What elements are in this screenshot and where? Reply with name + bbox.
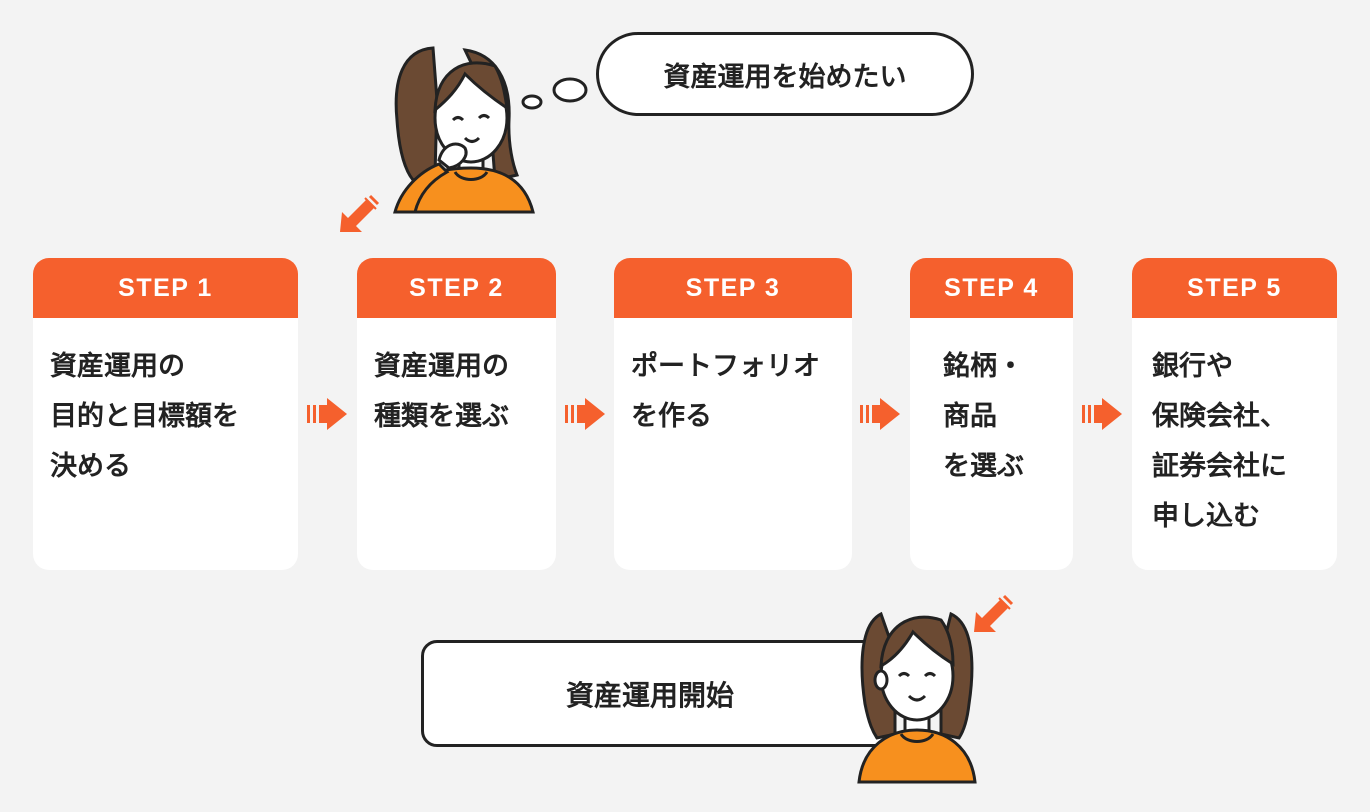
step-1-label: STEP 1 [33,258,298,318]
arrow-right-icon [860,398,900,430]
thought-bubble-text: 資産運用を始めたい [663,61,907,93]
step-card-2: STEP 2 資産運用の 種類を選ぶ [357,258,556,570]
diagonal-arrow-icon [974,594,1014,632]
step-4-text: 銘柄・ 商品 を選ぶ [943,351,1024,482]
step-card-3: STEP 3 ポートフォリオ を作る [614,258,852,570]
step-4-label: STEP 4 [910,258,1073,318]
diagonal-arrow-icon [340,194,380,232]
result-bubble-text: 資産運用開始 [565,678,734,712]
step-5-text: 銀行や 保険会社、 証券会社に 申し込む [1152,351,1287,532]
thought-bubble: 資産運用を始めたい [596,32,974,116]
step-2-label: STEP 2 [357,258,556,318]
arrow-right-icon [1082,398,1122,430]
arrow-right-icon [565,398,605,430]
step-3-label: STEP 3 [614,258,852,318]
thought-dots [521,77,588,110]
step-3-text: ポートフォリオ を作る [631,351,820,432]
step-5-label: STEP 5 [1132,258,1337,318]
step-card-4: STEP 4 銘柄・ 商品 を選ぶ [910,258,1073,570]
step-2-text: 資産運用の 種類を選ぶ [374,351,509,432]
step-1-text: 資産運用の 目的と目標額を 決める [50,351,239,482]
smiling-woman-illustration [857,611,977,784]
arrow-right-icon [307,398,347,430]
result-bubble: 資産運用開始 [421,640,891,747]
step-card-1: STEP 1 資産運用の 目的と目標額を 決める [33,258,298,570]
step-card-5: STEP 5 銀行や 保険会社、 証券会社に 申し込む [1132,258,1337,570]
thinking-woman-illustration [393,46,535,214]
